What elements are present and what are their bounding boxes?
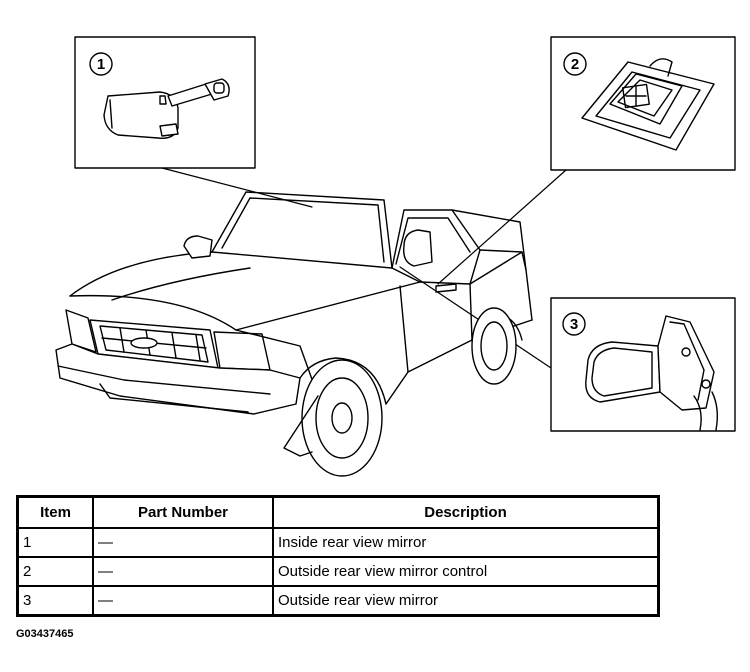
callout-box-3 [550,297,736,432]
cell-item: 1 [16,527,94,558]
column-header-description: Description [272,495,660,529]
figure-id: G03437465 [16,628,74,640]
column-header-item: Item [16,495,94,529]
cell-description: Inside rear view mirror [272,527,660,558]
cell-description: Outside rear view mirror [272,585,660,617]
mirror-control-switch-icon [581,58,715,151]
leader-line-1 [161,167,313,208]
leader-line-3 [399,266,552,369]
cell-item: 2 [16,556,94,587]
cell-part-number: — [92,585,274,617]
truck-mirror-diagram: 1 2 3 [55,36,736,477]
pickup-truck-drawing [55,191,533,477]
column-header-part-number: Part Number [92,495,274,529]
callout-number-3: 3 [570,316,578,333]
table-row: 3 — Outside rear view mirror [16,585,660,617]
table-row: 1 — Inside rear view mirror [16,527,660,558]
cell-part-number: — [92,527,274,558]
cell-description: Outside rear view mirror control [272,556,660,587]
leader-line-2 [437,169,567,285]
callout-number-1: 1 [97,56,105,73]
cell-item: 3 [16,585,94,617]
callout-box-1 [74,36,256,169]
table-header-row: Item Part Number Description [16,495,660,529]
table-row: 2 — Outside rear view mirror control [16,556,660,587]
parts-table: Item Part Number Description 1 — Inside … [16,495,660,617]
outside-mirror-icon [585,315,719,431]
inside-mirror-icon [103,78,230,139]
callout-box-2 [550,36,736,171]
callout-number-2: 2 [571,56,579,73]
cell-part-number: — [92,556,274,587]
